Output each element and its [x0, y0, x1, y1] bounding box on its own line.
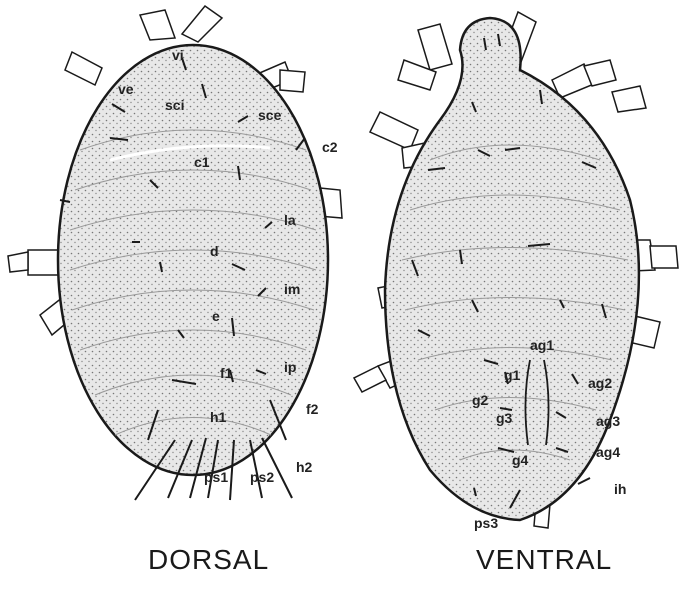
dorsal-label-ps1: ps1	[204, 469, 228, 485]
ventral-label-ag2: ag2	[588, 375, 612, 391]
dorsal-label-sci: sci	[165, 97, 184, 113]
dorsal-label-sce: sce	[258, 107, 282, 123]
ventral-label-ih: ih	[614, 481, 626, 497]
dorsal-body	[58, 45, 328, 475]
ventral-label-ag3: ag3	[596, 413, 620, 429]
ventral-label-g3: g3	[496, 410, 513, 426]
ventral-label-g4: g4	[512, 452, 529, 468]
ventral-label-g2: g2	[472, 392, 489, 408]
dorsal-label-ps2: ps2	[250, 469, 274, 485]
dorsal-label-d: d	[210, 243, 219, 259]
ventral-label-g1: g1	[504, 367, 521, 383]
dorsal-label-c1: c1	[194, 154, 210, 170]
ventral-view: ag1 g1 ag2 g2 g3 ag3 ag4 g4 ih ps3	[354, 12, 678, 531]
dorsal-label-ip: ip	[284, 359, 296, 375]
ventral-label-ag4: ag4	[596, 444, 620, 460]
dorsal-label-ve: ve	[118, 81, 134, 97]
dorsal-label-h2: h2	[296, 459, 313, 475]
dorsal-caption: DORSAL	[148, 544, 269, 576]
dorsal-label-e: e	[212, 308, 220, 324]
dorsal-label-c2: c2	[322, 139, 338, 155]
dorsal-label-vi: vi	[172, 47, 184, 63]
dorsal-label-h1: h1	[210, 409, 227, 425]
dorsal-label-f1: f1	[220, 365, 233, 381]
dorsal-view: vi ve sci sce c2 c1 la d im e ip f1 f2 h…	[8, 6, 342, 500]
dorsal-label-im: im	[284, 281, 300, 297]
dorsal-label-f2: f2	[306, 401, 319, 417]
ventral-caption: VENTRAL	[476, 544, 612, 576]
ventral-label-ps3: ps3	[474, 515, 498, 531]
ventral-label-ag1: ag1	[530, 337, 554, 353]
dorsal-label-la: la	[284, 212, 296, 228]
